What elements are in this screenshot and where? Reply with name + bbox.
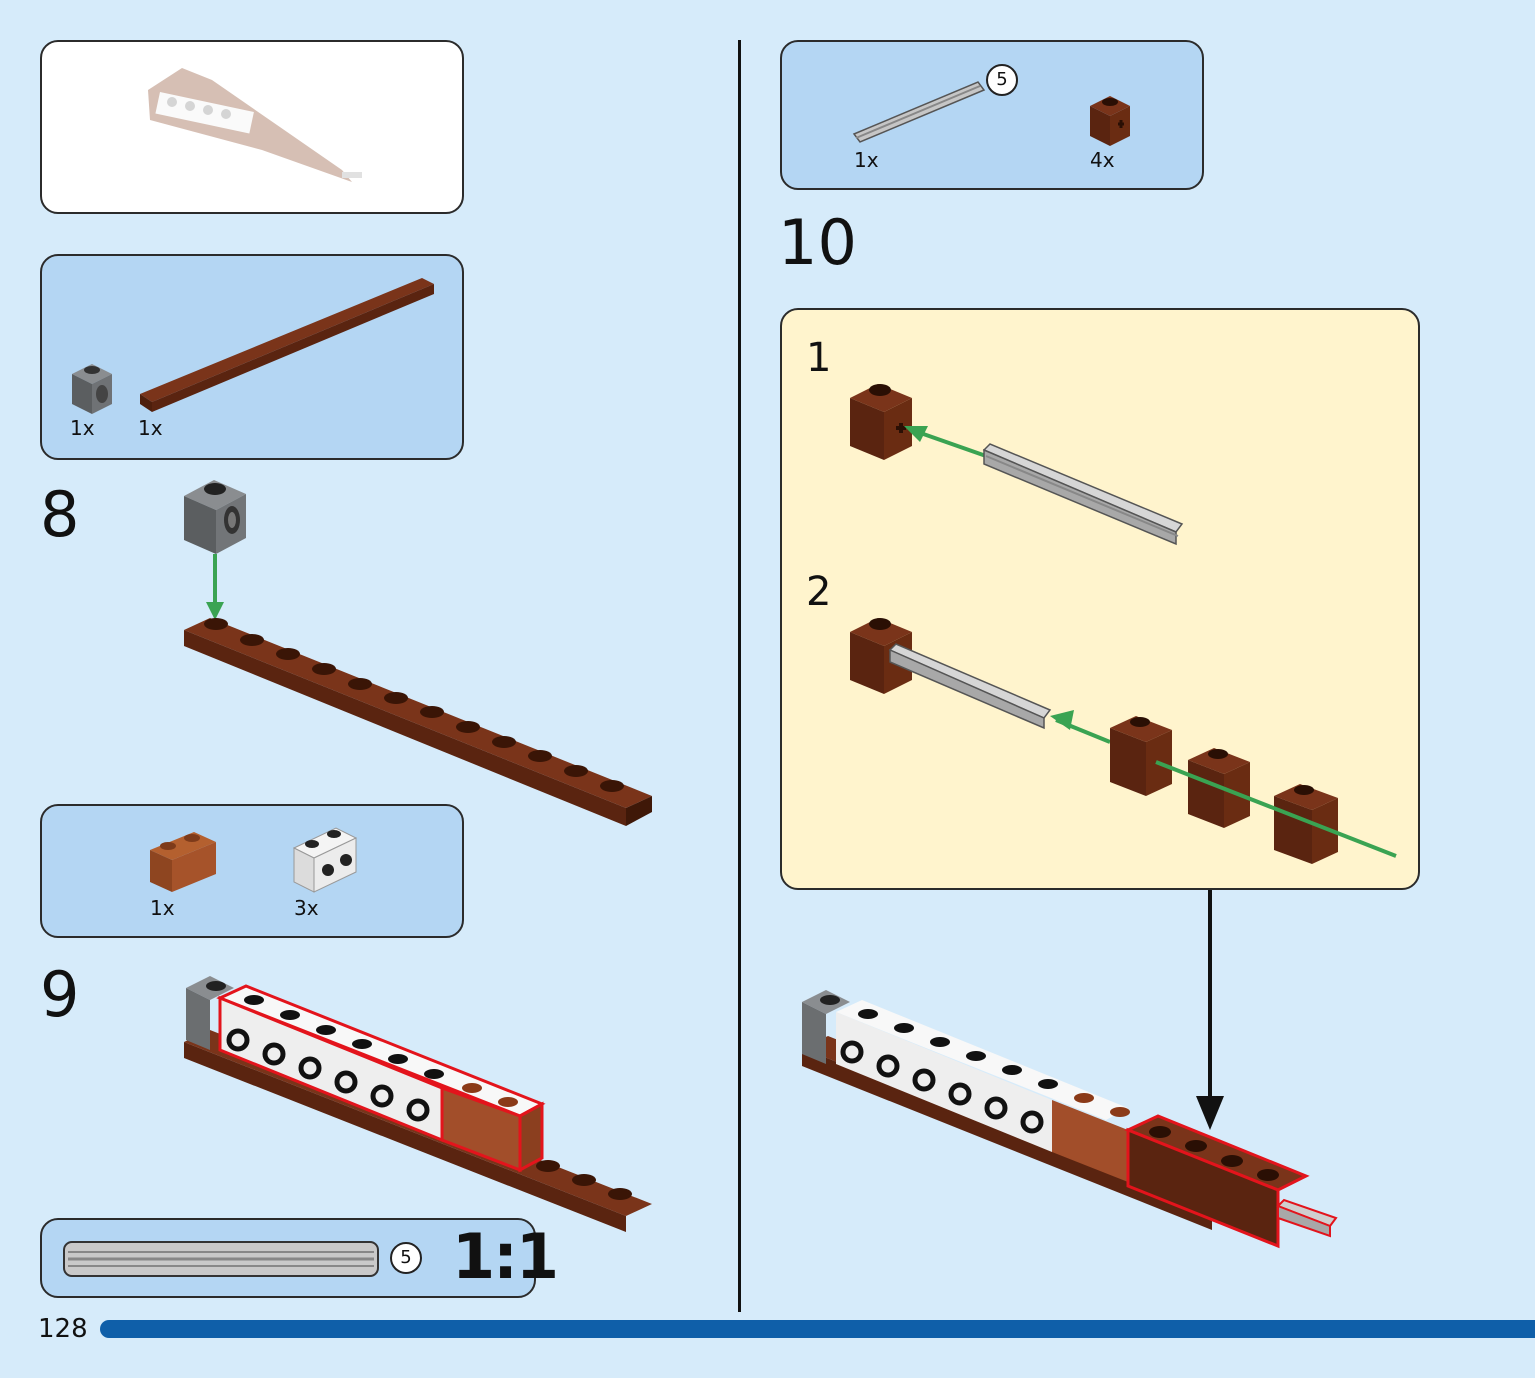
axle-length-badge: 5 — [390, 1242, 422, 1274]
step-number-9: 9 — [40, 958, 80, 1031]
step-10-model — [802, 990, 1338, 1249]
substep-2-illustration — [850, 618, 1397, 864]
part-quantity: 1x — [854, 148, 879, 172]
scale-callout-box: 5 — [40, 1218, 536, 1298]
technic-axle-5-icon — [63, 1241, 379, 1277]
step-8-illustration — [184, 480, 652, 826]
parts-list-step-8: 1x 1x — [40, 254, 464, 460]
scale-label: 1:1 — [452, 1220, 559, 1293]
step-number-8: 8 — [40, 478, 80, 551]
white-technic-brick-1x2-icon — [292, 827, 358, 893]
brown-brick-1x2-icon — [150, 832, 216, 892]
part-quantity: 1x — [70, 416, 95, 440]
assembly-arrow — [1196, 890, 1224, 1130]
brown-plate-1x16-icon — [140, 278, 434, 412]
column-divider — [738, 40, 741, 1312]
part-quantity: 4x — [1090, 148, 1115, 172]
brown-technic-brick-1x1-icon — [1090, 96, 1130, 146]
page-number: 128 — [38, 1314, 88, 1344]
substep-number-2: 2 — [806, 569, 832, 615]
part-quantity: 1x — [150, 896, 175, 920]
part-quantity: 1x — [138, 416, 163, 440]
model-preview-box — [40, 40, 464, 214]
parts-list-step-10: 5 1x 4x — [780, 40, 1204, 190]
model-preview-icon — [148, 68, 362, 182]
substep-1-illustration — [850, 384, 1184, 546]
part-quantity: 3x — [294, 896, 319, 920]
axle-length-badge: 5 — [986, 64, 1018, 96]
dark-gray-technic-brick-1x1-icon — [72, 364, 112, 414]
step-number-10: 10 — [778, 206, 857, 279]
parts-list-step-9: 1x 3x — [40, 804, 464, 938]
substep-number-1: 1 — [806, 335, 832, 381]
progress-bar — [100, 1320, 1535, 1338]
technic-axle-5-icon — [852, 81, 986, 143]
step-9-illustration — [184, 976, 652, 1232]
